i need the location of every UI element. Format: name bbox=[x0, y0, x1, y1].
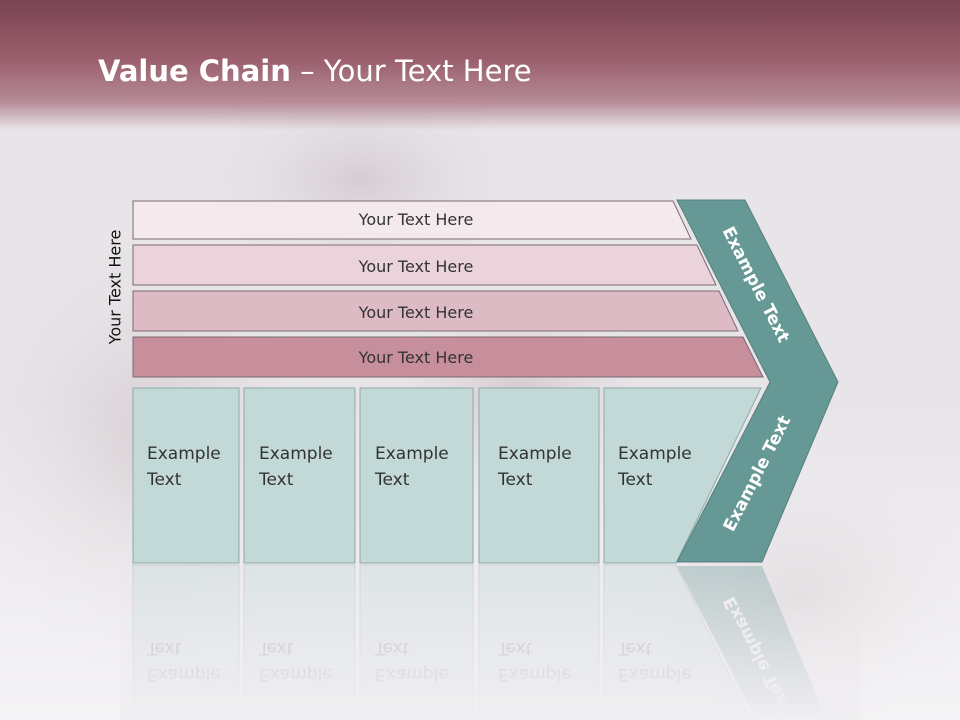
support-row-shape bbox=[132, 290, 739, 332]
primary-box-line1: Example bbox=[259, 444, 333, 464]
support-row-label: Your Text Here bbox=[358, 210, 474, 229]
support-row-label: Your Text Here bbox=[358, 257, 474, 276]
primary-box-line1: Example bbox=[147, 444, 221, 464]
primary-box: Example Text bbox=[243, 387, 356, 564]
primary-box-line2: Text bbox=[258, 470, 294, 490]
support-row-shape bbox=[132, 336, 764, 378]
primary-box: Example Text bbox=[603, 387, 762, 564]
support-row: Your Text Here bbox=[132, 244, 717, 286]
primary-box: Example Text bbox=[132, 387, 240, 564]
primary-box-line2: Text bbox=[617, 470, 653, 490]
primary-box-shape bbox=[132, 387, 240, 564]
primary-box: Example Text bbox=[359, 387, 474, 564]
support-row-label: Your Text Here bbox=[358, 303, 474, 322]
primary-box-line1: Example bbox=[375, 444, 449, 464]
primary-box-shape bbox=[243, 387, 356, 564]
primary-box-shape bbox=[478, 387, 600, 564]
slide-title: Value Chain – Your Text Here bbox=[98, 54, 532, 94]
support-row-shape bbox=[132, 200, 692, 240]
support-row-label: Your Text Here bbox=[358, 348, 474, 367]
primary-box-line1: Example bbox=[618, 444, 692, 464]
support-row: Your Text Here bbox=[132, 290, 739, 332]
primary-box-line1: Example bbox=[498, 444, 572, 464]
title-bold: Value Chain bbox=[98, 54, 291, 88]
support-row-shape bbox=[132, 244, 717, 286]
support-row: Your Text Here bbox=[132, 200, 692, 240]
support-row: Your Text Here bbox=[132, 336, 764, 378]
side-label: Your Text Here bbox=[105, 229, 125, 345]
primary-box-line2: Text bbox=[497, 470, 533, 490]
primary-box: Example Text bbox=[478, 387, 600, 564]
primary-box-shape bbox=[603, 387, 762, 564]
primary-box-shape bbox=[359, 387, 474, 564]
header-band bbox=[0, 0, 960, 130]
title-rest: – Your Text Here bbox=[290, 54, 532, 88]
margin-chevron-shape bbox=[676, 199, 839, 563]
primary-box-line2: Text bbox=[146, 470, 182, 490]
reflection: Example Text Example Text Example Text E… bbox=[120, 564, 860, 720]
primary-box-line2: Text bbox=[374, 470, 410, 490]
